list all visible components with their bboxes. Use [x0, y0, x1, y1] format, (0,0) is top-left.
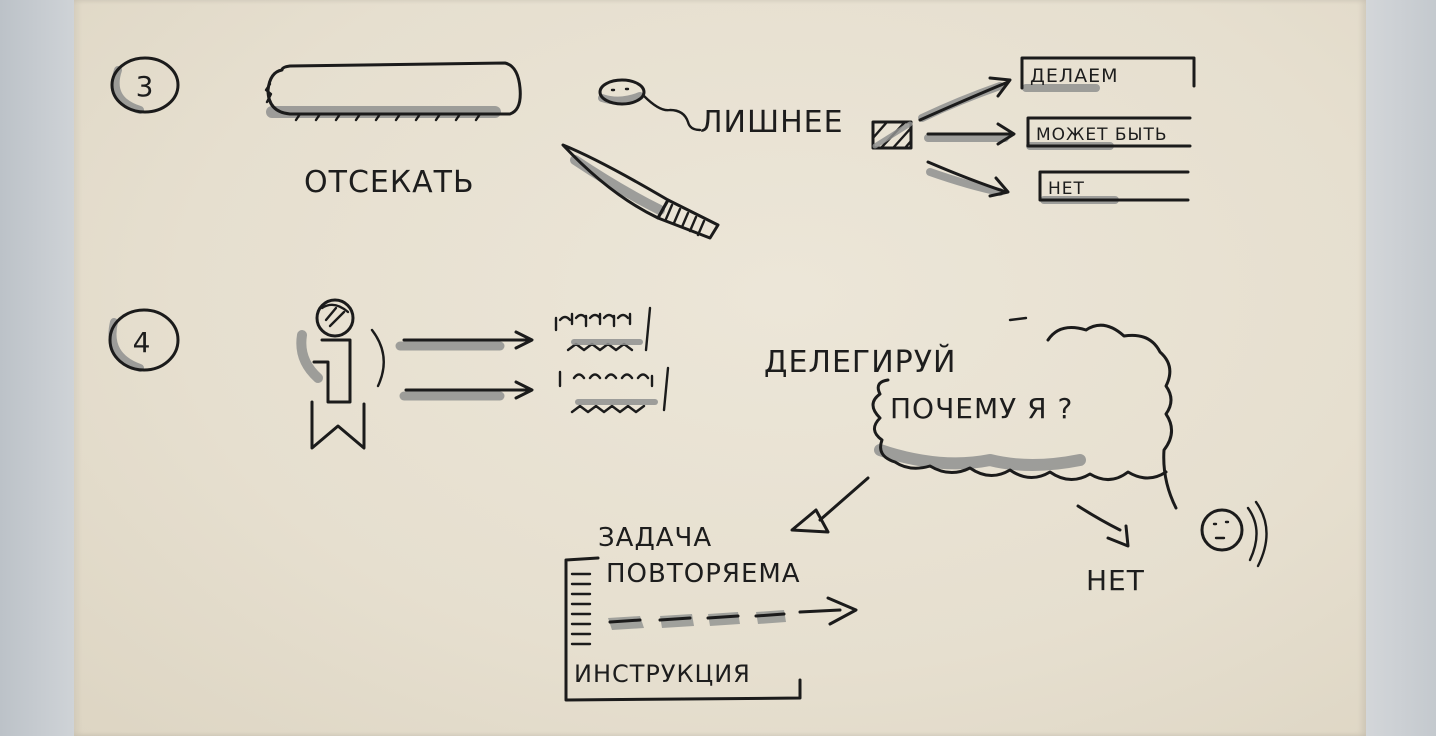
knife-icon — [561, 143, 720, 240]
section-3: 3 ОТСЕКАТЬ — [110, 56, 1196, 240]
section-4: 4 — [108, 298, 1268, 702]
section-4-number-badge: 4 — [108, 308, 180, 372]
background-left — [0, 0, 74, 736]
sort-box-icon — [871, 120, 913, 150]
log-icon — [264, 61, 522, 122]
option-no-label: НЕТ — [1048, 179, 1085, 199]
arrow-to-task — [790, 476, 870, 534]
option-maybe: МОЖЕТ БЫТЬ — [1026, 116, 1192, 150]
face-icon — [1200, 500, 1268, 568]
task-group-icon-2 — [558, 366, 670, 414]
delegate-label: ДЕЛЕГИРУЙ — [764, 344, 956, 380]
option-do: ДЕЛАЕМ — [1020, 56, 1196, 92]
section-3-number: 3 — [136, 70, 155, 103]
excess-blob-icon — [598, 78, 702, 132]
option-no: НЕТ — [1038, 170, 1190, 204]
no-label: НЕТ — [1086, 564, 1145, 597]
cut-label: ОТСЕКАТЬ — [304, 165, 475, 200]
option-list: ДЕЛАЕМ МОЖЕТ БЫТЬ НЕТ — [1020, 56, 1196, 204]
task-line2-label: ПОВТОРЯЕМА — [606, 559, 801, 589]
option-do-label: ДЕЛАЕМ — [1030, 65, 1119, 87]
section-4-number: 4 — [133, 326, 152, 359]
delegate-arrows — [395, 330, 534, 401]
excess-label: ЛИШНЕЕ — [700, 105, 844, 140]
arrow-to-no — [1076, 504, 1130, 548]
section-3-number-badge: 3 — [110, 56, 180, 114]
thought-cloud: ПОЧЕМУ Я ? — [871, 323, 1178, 510]
sort-arrows — [918, 76, 1016, 198]
instruction-label: ИНСТРУКЦИЯ — [574, 660, 751, 688]
task-line1-label: ЗАДАЧА — [598, 523, 712, 553]
option-maybe-label: МОЖЕТ БЫТЬ — [1036, 125, 1168, 145]
task-group-icon-1 — [554, 306, 652, 352]
delegate-accent-mark — [1008, 316, 1028, 322]
question-label: ПОЧЕМУ Я ? — [890, 392, 1073, 425]
background-right — [1366, 0, 1436, 736]
person-icon — [296, 298, 385, 450]
instruction-doc-icon: ИНСТРУКЦИЯ — [564, 556, 858, 702]
